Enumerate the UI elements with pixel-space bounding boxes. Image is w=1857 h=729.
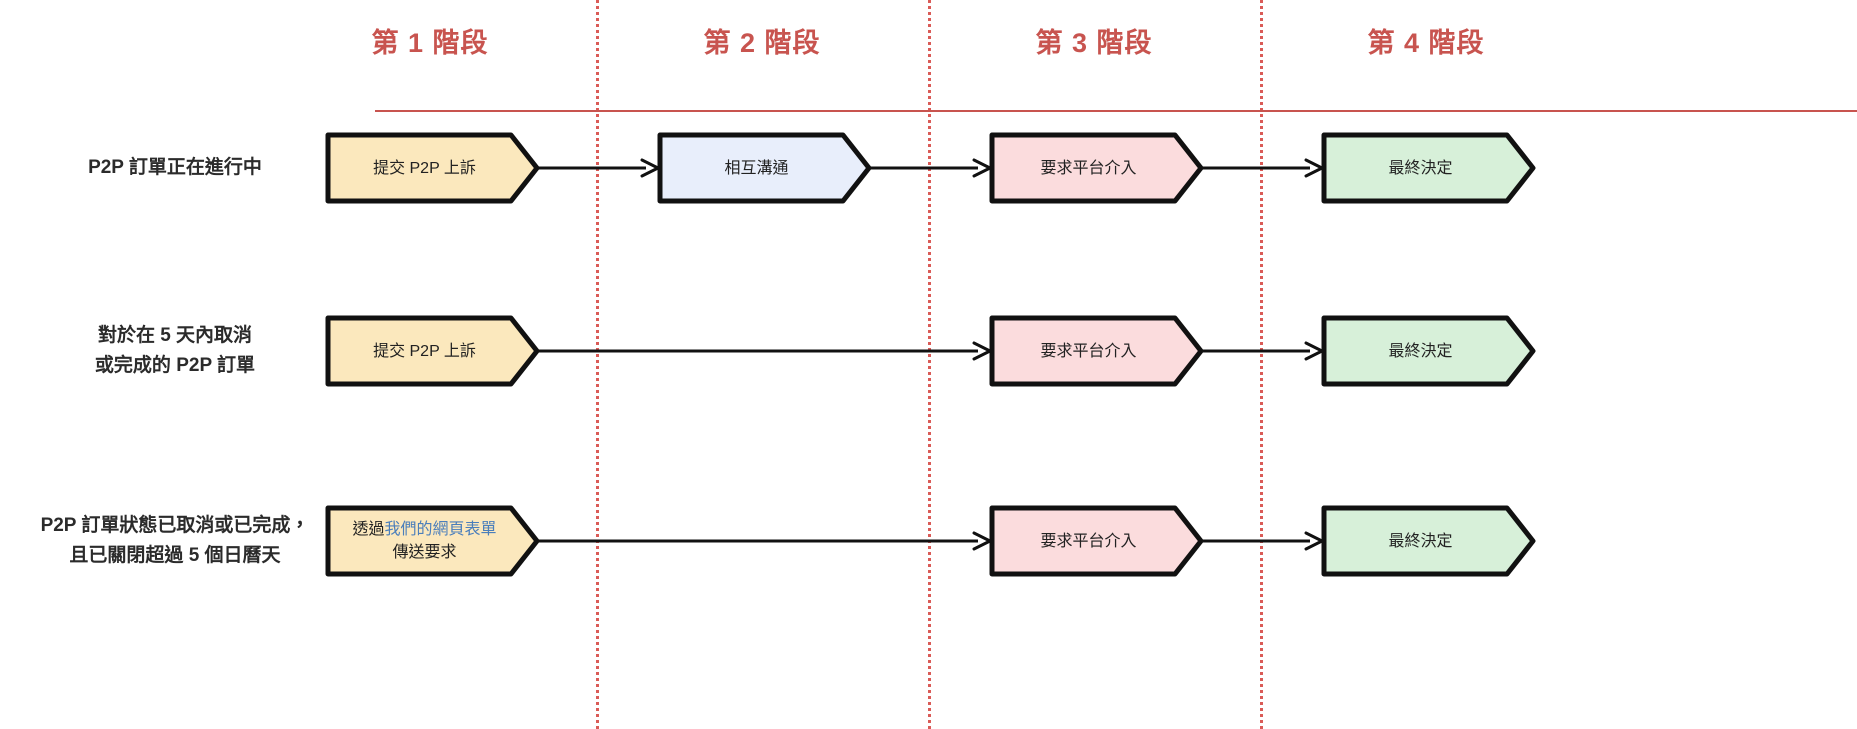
chevron-shape-pink [989, 132, 1204, 204]
stage-divider-2 [928, 0, 931, 729]
step-label: 最終決定 [1388, 342, 1453, 360]
row-label-1-line-1: P2P 訂單正在進行中 [88, 157, 262, 178]
step-row3-send-request-webform[interactable]: 透過我們的網頁表單 傳送要求 [325, 505, 540, 577]
connector-row2-1 [538, 340, 992, 362]
step-row1-request-platform[interactable]: 要求平台介入 [989, 132, 1204, 204]
chevron-shape-green [1321, 132, 1536, 204]
step-row1-mutual-communication[interactable]: 相互溝通 [657, 132, 872, 204]
step-row1-submit-appeal[interactable]: 提交 P2P 上訴 [325, 132, 540, 204]
step-row3-final-decision[interactable]: 最終決定 [1321, 505, 1536, 577]
row-label-3-line-2: 且已關閉超過 5 個日曆天 [69, 545, 281, 566]
step-label: 要求平台介入 [1040, 532, 1137, 550]
row-label-1: P2P 訂單正在進行中 [0, 153, 350, 183]
chevron-shape-green [1321, 505, 1536, 577]
step-label: 提交 P2P 上訴 [373, 342, 476, 360]
chevron-shape-pink [989, 505, 1204, 577]
connector-row1-3 [1202, 157, 1324, 179]
step-label: 最終決定 [1388, 159, 1453, 177]
stage-header-4: 第 4 階段 [1367, 28, 1485, 58]
connector-row2-2 [1202, 340, 1324, 362]
stage-divider-1 [596, 0, 599, 729]
chevron-shape-pink [989, 315, 1204, 387]
chevron-shape-blue [657, 132, 872, 204]
step-label: 相互溝通 [724, 159, 789, 177]
row-label-2-line-1: 對於在 5 天內取消 [97, 325, 253, 346]
connector-row3-1 [538, 530, 992, 552]
step-row3-request-platform[interactable]: 要求平台介入 [989, 505, 1204, 577]
stage-divider-3 [1260, 0, 1263, 729]
step-text-before: 透過 [352, 521, 385, 538]
connector-row3-2 [1202, 530, 1324, 552]
stage-header-3: 第 3 階段 [1035, 28, 1153, 58]
connector-row1-2 [870, 157, 992, 179]
chevron-shape-yellow [325, 505, 540, 577]
step-label: 透過我們的網頁表單 傳送要求 [352, 518, 496, 564]
step-row2-final-decision[interactable]: 最終決定 [1321, 315, 1536, 387]
stage-header-2: 第 2 階段 [703, 28, 821, 58]
step-row2-request-platform[interactable]: 要求平台介入 [989, 315, 1204, 387]
row-label-2-line-2: 或完成的 P2P 訂單 [94, 355, 256, 376]
step-label: 要求平台介入 [1040, 342, 1137, 360]
connector-row1-1 [538, 157, 660, 179]
step-label: 最終決定 [1388, 532, 1453, 550]
step-text-after: 傳送要求 [392, 544, 457, 561]
step-row1-final-decision[interactable]: 最終決定 [1321, 132, 1536, 204]
stage-header-1: 第 1 階段 [371, 28, 489, 58]
webform-link[interactable]: 我們的網頁表單 [384, 521, 497, 538]
step-label: 要求平台介入 [1040, 159, 1137, 177]
chevron-shape-yellow [325, 315, 540, 387]
step-label: 提交 P2P 上訴 [373, 159, 476, 177]
row-label-3-line-1: P2P 訂單狀態已取消或已完成， [40, 515, 310, 536]
row-label-3: P2P 訂單狀態已取消或已完成， 且已關閉超過 5 個日曆天 [0, 511, 350, 571]
chevron-shape-yellow [325, 132, 540, 204]
row-label-2: 對於在 5 天內取消 或完成的 P2P 訂單 [0, 321, 350, 381]
header-rule [375, 110, 1857, 112]
chevron-shape-green [1321, 315, 1536, 387]
step-row2-submit-appeal[interactable]: 提交 P2P 上訴 [325, 315, 540, 387]
